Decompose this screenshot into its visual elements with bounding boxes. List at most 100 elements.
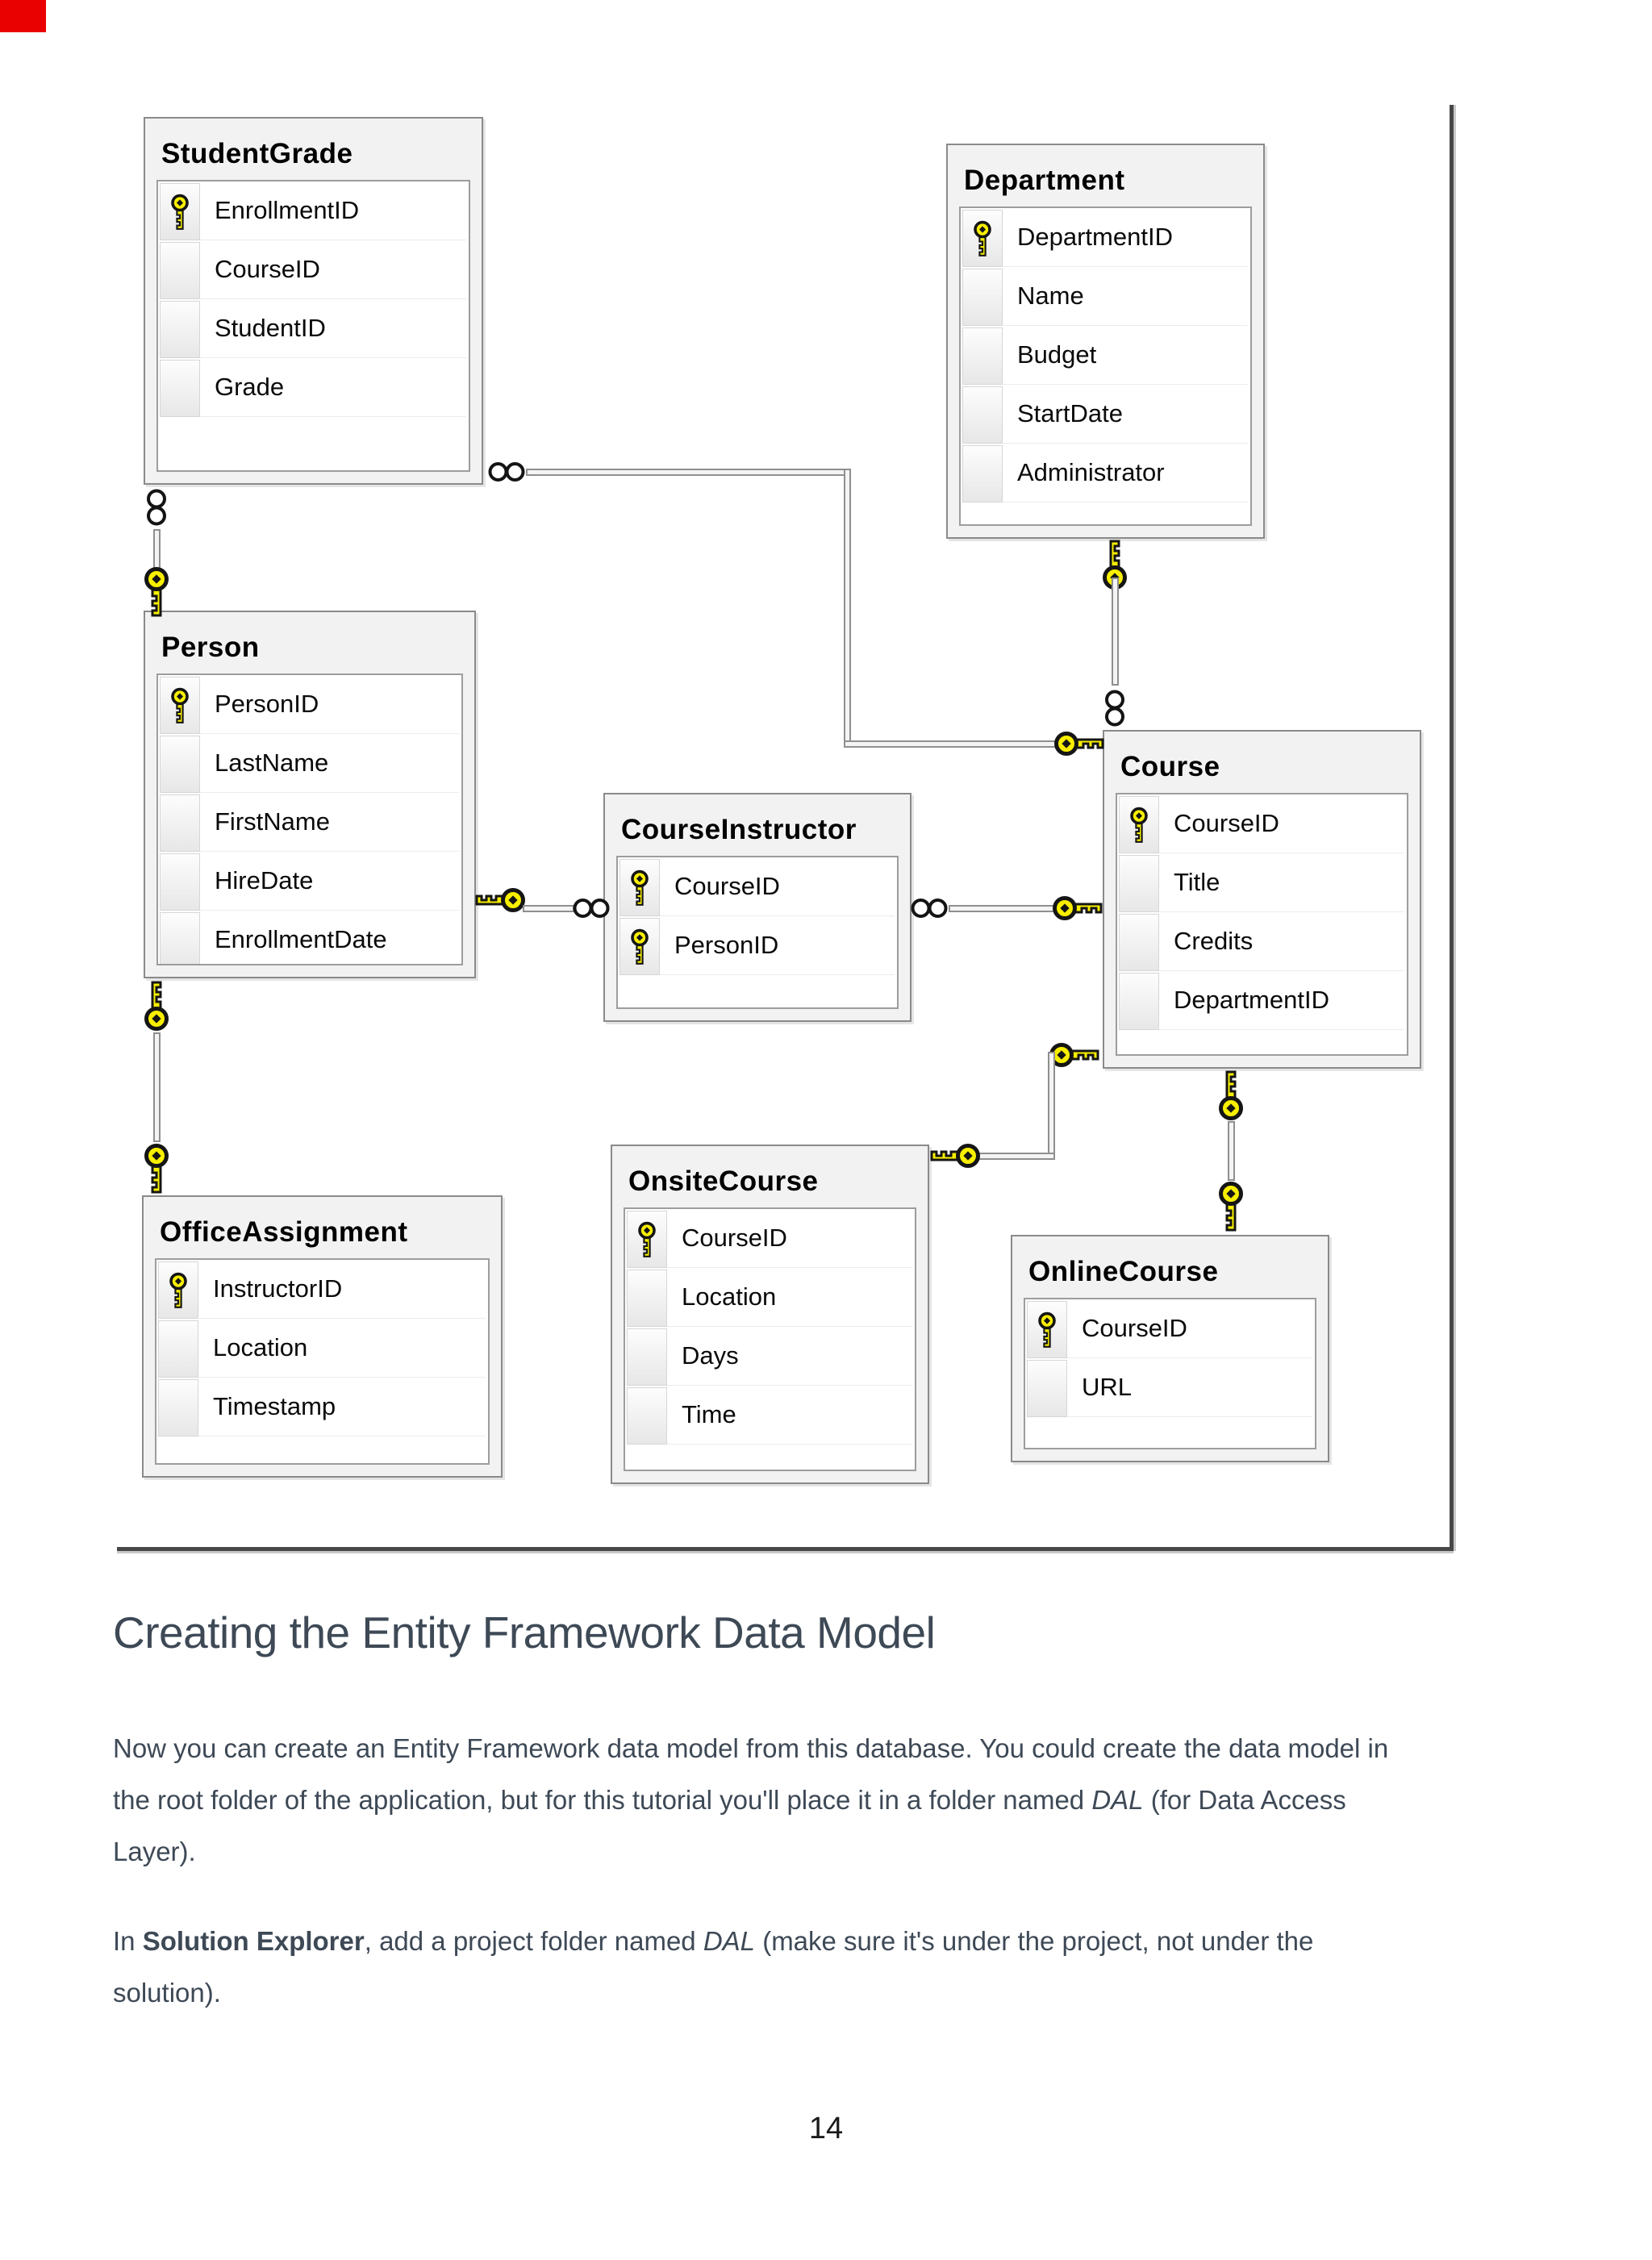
key-cell [160, 242, 200, 299]
table-row: HireDate [158, 852, 461, 911]
field-name: Location [667, 1268, 912, 1327]
field-name: Administrator [1003, 444, 1248, 502]
relationship-line [971, 1153, 1055, 1160]
field-name: Timestamp [198, 1378, 486, 1436]
key-cell [158, 1379, 198, 1436]
table-field-list: InstructorID Location Timestamp [155, 1258, 490, 1465]
key-cell [160, 794, 200, 852]
key-cell [627, 1328, 667, 1386]
primary-key-icon [171, 687, 189, 724]
table-title: Person [161, 632, 260, 663]
field-name: LastName [200, 734, 459, 793]
field-name: Name [1003, 267, 1248, 326]
table-field-list: DepartmentID Name Budget StartDate Admin… [959, 206, 1252, 526]
table-row: DepartmentID [1117, 971, 1407, 1030]
table-officeassignment: OfficeAssignment InstructorID Location T… [142, 1195, 503, 1478]
key-cell [160, 853, 200, 911]
paragraph: Now you can create an Entity Framework d… [113, 1723, 1468, 1878]
key-end-icon [1049, 1040, 1100, 1070]
table-row: InstructorID [156, 1260, 488, 1319]
table-row: Title [1117, 853, 1407, 912]
field-name: CourseID [667, 1209, 912, 1268]
text-run: (for Data Access [1143, 1785, 1346, 1815]
key-cell [158, 1320, 198, 1378]
relationship-line [844, 740, 1068, 748]
field-name: HireDate [200, 852, 459, 911]
key-cell [160, 183, 200, 240]
field-name: CourseID [660, 857, 895, 916]
field-name: InstructorID [198, 1260, 486, 1319]
table-row: Credits [1117, 912, 1407, 971]
table-onsitecourse: OnsiteCourse CourseID Location Days Time [611, 1145, 929, 1484]
table-title: CourseInstructor [621, 814, 857, 845]
field-name: EnrollmentDate [200, 911, 459, 964]
key-cell [627, 1211, 667, 1268]
table-row: Location [156, 1319, 488, 1378]
table-row: Timestamp [156, 1378, 488, 1436]
table-row: CourseID [1025, 1299, 1315, 1358]
text-run: In [113, 1926, 143, 1956]
page-number: 14 [808, 2112, 844, 2145]
relationship-line [1048, 1052, 1055, 1160]
primary-key-icon [171, 194, 189, 231]
table-title: StudentGrade [161, 138, 353, 169]
paragraph-line: In Solution Explorer, add a project fold… [113, 1916, 1468, 1967]
key-cell [1119, 855, 1159, 912]
many-end-icon [488, 462, 525, 482]
key-end-icon [474, 886, 526, 915]
table-row: DepartmentID [961, 208, 1250, 267]
table-field-list: EnrollmentID CourseID StudentID Grade [156, 180, 470, 472]
field-name: Title [1159, 853, 1404, 912]
table-row: Days [625, 1327, 915, 1386]
primary-key-icon [631, 869, 649, 907]
relationship-line [153, 1032, 161, 1142]
red-corner-mark [0, 0, 46, 32]
table-row: StartDate [961, 385, 1250, 444]
paragraph: In Solution Explorer, add a project fold… [113, 1916, 1468, 2019]
key-end-icon [142, 980, 171, 1032]
key-end-icon [1216, 1181, 1245, 1232]
table-row: StudentID [158, 299, 469, 358]
field-name: Location [198, 1319, 486, 1378]
table-row: PersonID [158, 675, 461, 734]
field-name: Budget [1003, 326, 1248, 385]
many-end-icon [911, 899, 948, 918]
key-cell [620, 859, 660, 916]
table-row: Name [961, 267, 1250, 326]
key-cell [160, 301, 200, 358]
table-field-list: PersonID LastName FirstName HireDate Enr… [156, 673, 463, 965]
text-run: , add a project folder named [364, 1926, 703, 1956]
paragraph-line: Now you can create an Entity Framework d… [113, 1723, 1468, 1774]
key-end-icon [1216, 1070, 1245, 1121]
text-run: solution). [113, 1978, 221, 2008]
key-end-icon [1053, 729, 1105, 758]
primary-key-icon [638, 1221, 656, 1258]
table-title: OnsiteCourse [628, 1165, 819, 1197]
text-run: the root folder of the application, but … [113, 1785, 1092, 1815]
field-name: StartDate [1003, 385, 1248, 444]
primary-key-icon [631, 928, 649, 965]
table-row: EnrollmentDate [158, 911, 461, 964]
table-row: Time [625, 1386, 915, 1445]
field-name: CourseID [1067, 1299, 1312, 1358]
field-name: Days [667, 1327, 912, 1386]
relationship-line [1112, 578, 1119, 686]
field-name: URL [1067, 1358, 1312, 1417]
table-row: Budget [961, 326, 1250, 385]
key-cell [160, 360, 200, 417]
field-name: DepartmentID [1159, 971, 1404, 1030]
key-cell [1027, 1360, 1067, 1417]
relationship-line [844, 469, 851, 748]
key-cell [627, 1270, 667, 1327]
text-run-italic: DAL [1091, 1785, 1144, 1815]
key-cell [962, 386, 1003, 444]
text-run-bold: Solution Explorer [142, 1926, 365, 1956]
table-title: Course [1120, 751, 1220, 782]
relationship-line [523, 905, 574, 912]
field-name: CourseID [200, 240, 466, 299]
field-name: EnrollmentID [200, 181, 466, 240]
table-field-list: CourseID PersonID [616, 856, 899, 1009]
primary-key-icon [169, 1272, 187, 1309]
primary-key-icon [1130, 807, 1148, 844]
table-row: Location [625, 1268, 915, 1327]
